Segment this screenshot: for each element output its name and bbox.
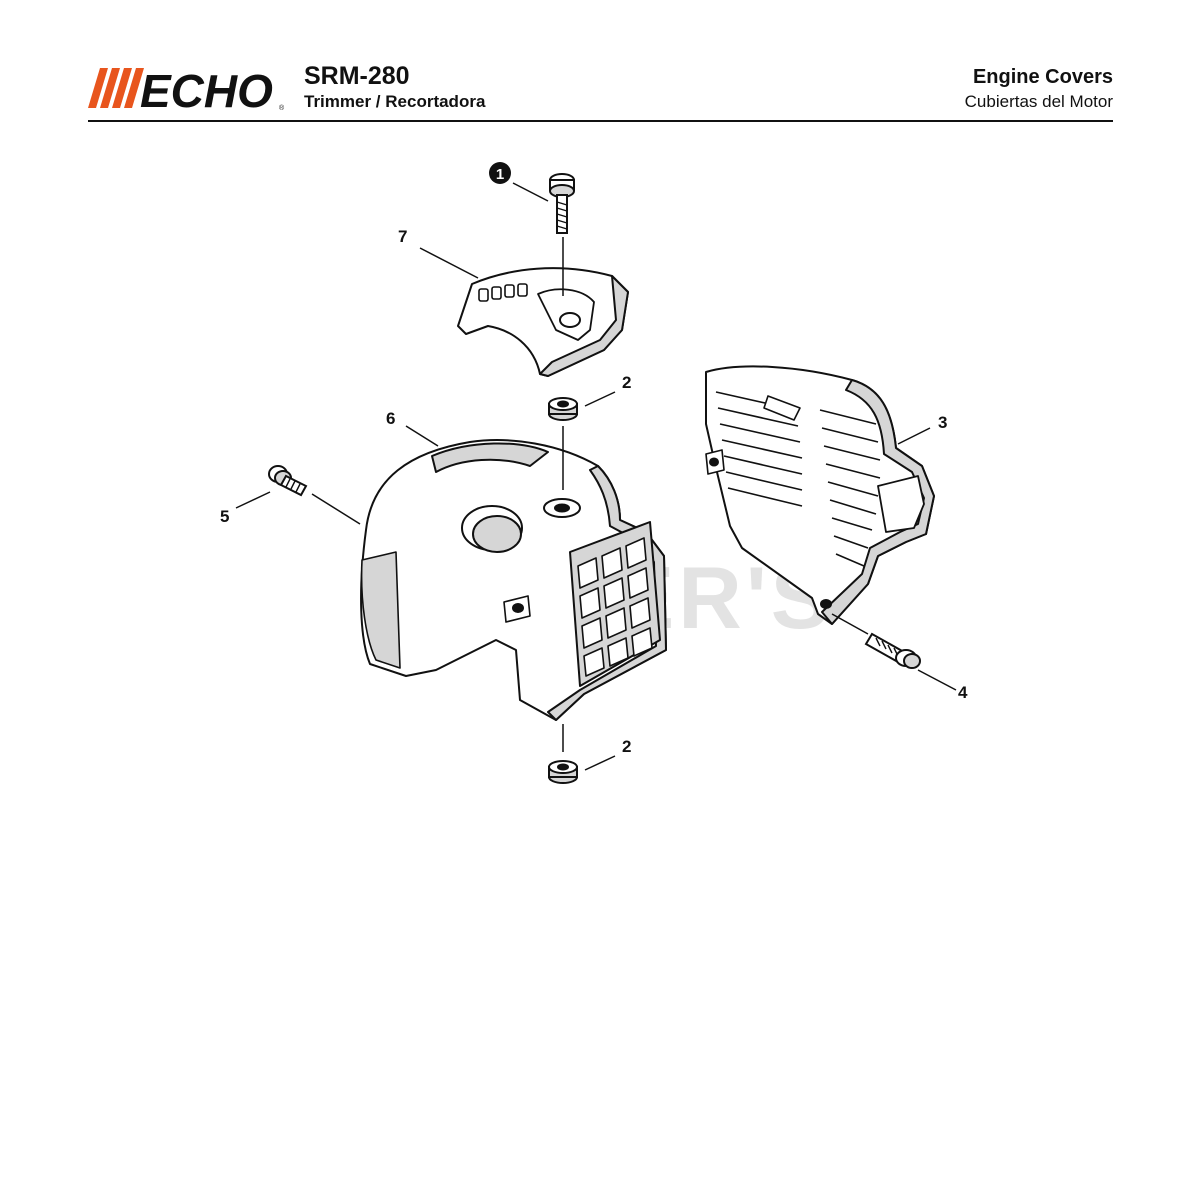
page-title-spanish: Cubiertas del Motor <box>964 92 1113 111</box>
part-3-rear-shroud[interactable] <box>705 365 935 625</box>
svg-text:1: 1 <box>496 166 504 183</box>
callout-2-upper: 2 <box>622 373 631 392</box>
logo-wordmark: ECHO <box>140 65 273 112</box>
callout-6: 6 <box>386 409 395 428</box>
part-7-top-cover[interactable] <box>457 267 629 377</box>
model-number: SRM-280 <box>304 62 410 90</box>
callout-1: 1 <box>489 162 511 184</box>
callout-3: 3 <box>938 413 947 432</box>
svg-text:®: ® <box>279 104 285 112</box>
part-2-grommet-lower[interactable] <box>548 760 578 784</box>
callout-5: 5 <box>220 507 229 526</box>
part-4-bolt[interactable] <box>864 632 921 669</box>
callout-7: 7 <box>398 227 407 246</box>
part-1-bolt[interactable] <box>549 173 575 234</box>
page-title-english: Engine Covers <box>972 66 1113 88</box>
callout-4: 4 <box>958 683 968 702</box>
echo-logo: ECHO ® <box>88 65 285 112</box>
part-5-bolt[interactable] <box>268 465 308 497</box>
logo-stripes <box>88 68 144 108</box>
header-divider <box>88 120 1113 122</box>
product-name: Trimmer / Recortadora <box>304 92 486 111</box>
callout-2-lower: 2 <box>622 737 631 756</box>
leader-lines <box>235 182 957 771</box>
page-header: ECHO ® SRM-280 Trimmer / Recortadora Eng… <box>88 62 1113 122</box>
part-2-grommet-upper[interactable] <box>548 397 578 421</box>
part-6-engine-cover[interactable] <box>360 439 667 721</box>
